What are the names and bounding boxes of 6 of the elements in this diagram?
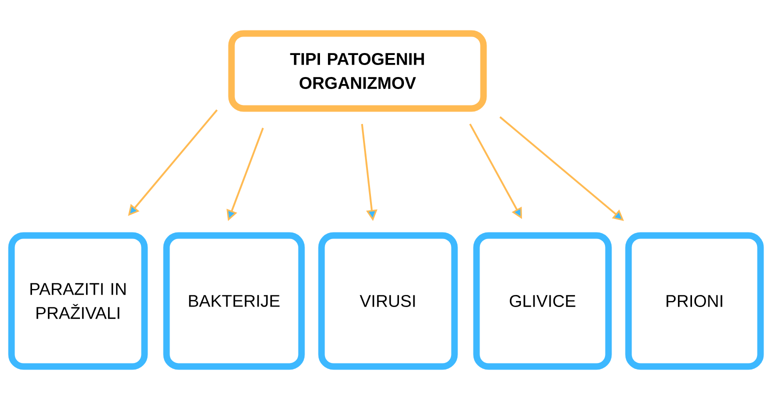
category-box: PARAZITI IN PRAŽIVALI	[8, 232, 148, 370]
title-box: TIPI PATOGENIH ORGANIZMOV	[228, 30, 487, 112]
category-box: GLIVICE	[473, 232, 612, 370]
category-box: VIRUSI	[318, 232, 458, 370]
category-box: BAKTERIJE	[163, 232, 305, 370]
category-box: PRIONI	[625, 232, 764, 370]
